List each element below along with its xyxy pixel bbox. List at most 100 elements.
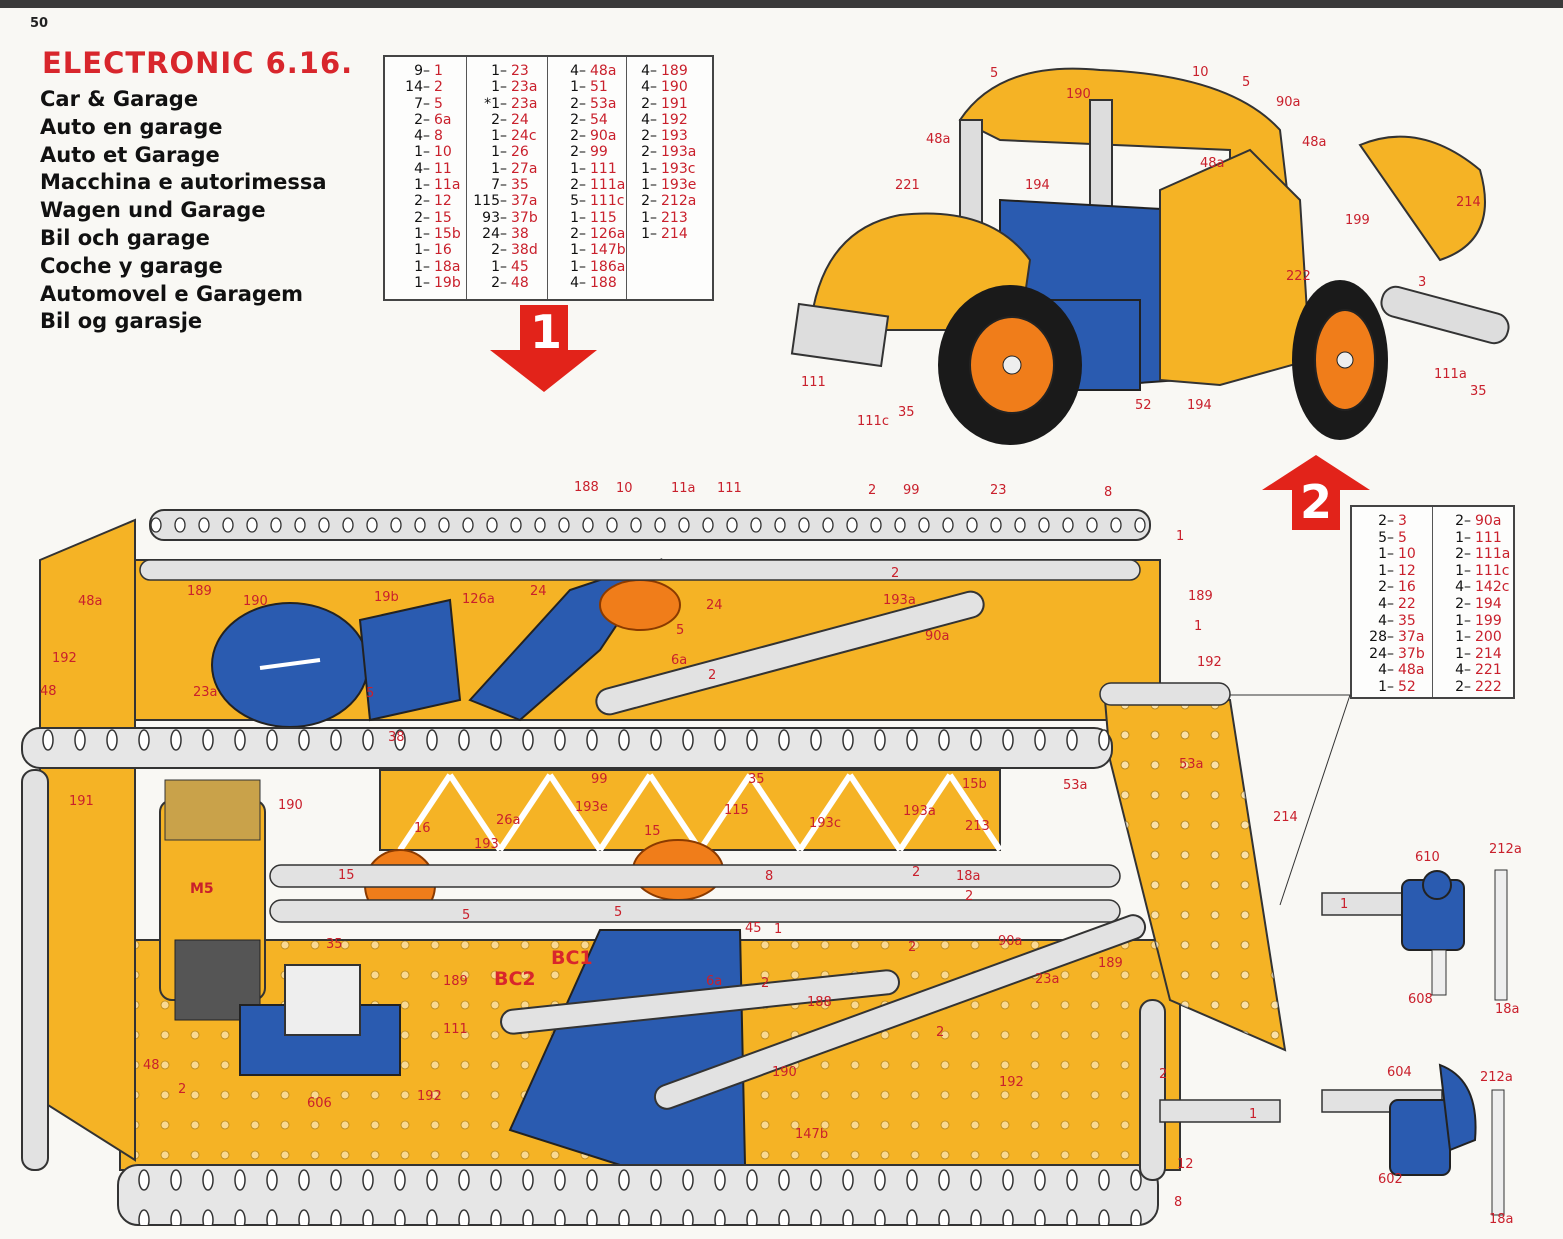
parts-row: 1–11a <box>385 177 466 193</box>
part-callout: 192 <box>52 651 77 666</box>
parts-row: 5–5 <box>1352 530 1432 547</box>
part-callout: 606 <box>307 1096 332 1111</box>
part-quantity: 2– <box>641 95 657 112</box>
parts-row: 1–186a <box>548 259 626 275</box>
part-number: 99 <box>590 144 608 161</box>
part-quantity: 2– <box>570 177 586 194</box>
part-number: 90a <box>1475 513 1502 529</box>
part-callout: 10 <box>616 481 633 496</box>
part-number: 111a <box>590 177 626 194</box>
part-callout: 99 <box>903 483 920 498</box>
part-number: 212a <box>661 193 697 210</box>
perforated-strips <box>21 509 1281 1226</box>
parts-row: 2–48 <box>467 275 547 291</box>
parts-row: 1–213 <box>627 210 709 226</box>
part-quantity: 4– <box>570 274 586 291</box>
part-number: 19b <box>434 274 461 291</box>
part-number: 111a <box>1475 546 1511 563</box>
part-number: 186a <box>590 258 626 275</box>
part-quantity: 2– <box>491 242 507 259</box>
parts-row: 2–15 <box>385 210 466 226</box>
part-number: 26 <box>511 144 529 161</box>
part-quantity: 2– <box>570 95 586 112</box>
part-number: 90a <box>590 128 617 145</box>
parts-row: 1–45 <box>467 259 547 275</box>
parts-row: 4–35 <box>1352 613 1432 630</box>
part-quantity: 2– <box>1455 513 1471 529</box>
parts-row: 2–12 <box>385 193 466 209</box>
parts-row: 2–38d <box>467 242 547 258</box>
part-callout: 19b <box>374 590 399 605</box>
part-number: 191 <box>661 95 688 112</box>
parts-row: 2–53a <box>548 96 626 112</box>
parts-row: 2–99 <box>548 144 626 160</box>
part-callout: 48a <box>1200 156 1225 171</box>
parts-row: 1–23 <box>467 63 547 79</box>
model-title: ELECTRONIC 6.16. <box>42 46 354 80</box>
part-number: 37a <box>511 193 538 210</box>
part-callout: 2 <box>912 865 921 880</box>
part-number: 37b <box>511 209 538 226</box>
part-quantity: 1– <box>570 79 586 96</box>
part-quantity: 1– <box>1455 529 1471 546</box>
garage-model <box>21 509 1351 1226</box>
part-callout: 213 <box>965 819 990 834</box>
part-number: 15 <box>434 209 452 226</box>
part-number: 11 <box>434 160 452 177</box>
parts-row: 4–190 <box>627 79 709 95</box>
subtitle-6: Coche y garage <box>40 253 223 278</box>
part-number: 48a <box>590 63 617 79</box>
part-callout: 48a <box>1302 135 1327 150</box>
parts-row: 1–115 <box>548 210 626 226</box>
part-number: 111 <box>1475 529 1502 546</box>
part-callout: 192 <box>417 1089 442 1104</box>
part-callout: 48 <box>143 1058 160 1073</box>
part-quantity: *1– <box>484 95 507 112</box>
part-number: 24 <box>511 111 529 128</box>
car-model <box>790 67 1510 445</box>
parts-row: 7–35 <box>467 177 547 193</box>
parts-row: 2–191 <box>627 96 709 112</box>
parts-row: 2–126a <box>548 226 626 242</box>
part-quantity: 9– <box>414 63 430 79</box>
part-callout: 48 <box>40 684 57 699</box>
part-callout: 1 <box>1176 529 1185 544</box>
parts-row: 1–27a <box>467 161 547 177</box>
parts-row: 4–48a <box>1352 662 1432 679</box>
part-quantity: 2– <box>570 111 586 128</box>
subtitle-4: Wagen und Garage <box>40 198 266 223</box>
parts-row: 1–16 <box>385 242 466 258</box>
unit-label: BC1 <box>551 947 593 969</box>
part-quantity: 93– <box>482 209 507 226</box>
part-quantity: 1– <box>570 160 586 177</box>
unit-label: M5 <box>190 881 214 897</box>
part-quantity: 4– <box>1378 662 1394 679</box>
car-rear-wheel <box>1292 280 1388 440</box>
part-quantity: 1– <box>414 144 430 161</box>
parts-row: 14–2 <box>385 79 466 95</box>
part-callout: 35 <box>326 937 343 952</box>
part-number: 51 <box>590 79 608 96</box>
part-quantity: 1– <box>491 128 507 145</box>
parts-row: 93–37b <box>467 210 547 226</box>
parts-row: *1–23a <box>467 96 547 112</box>
part-callout: 23 <box>990 483 1007 498</box>
part-number: 23a <box>511 79 538 96</box>
part-callout: 602 <box>1378 1172 1403 1187</box>
part-callout: 90a <box>1276 95 1301 110</box>
parts-row: 4–8 <box>385 128 466 144</box>
part-callout: 99 <box>591 772 608 787</box>
part-number: 12 <box>434 193 452 210</box>
part-number: 8 <box>434 128 443 145</box>
parts-row: 1–12 <box>1352 563 1432 580</box>
part-number: 111c <box>1475 562 1510 579</box>
part-callout: 16 <box>414 821 431 836</box>
part-quantity: 4– <box>641 79 657 96</box>
part-quantity: 2– <box>570 128 586 145</box>
